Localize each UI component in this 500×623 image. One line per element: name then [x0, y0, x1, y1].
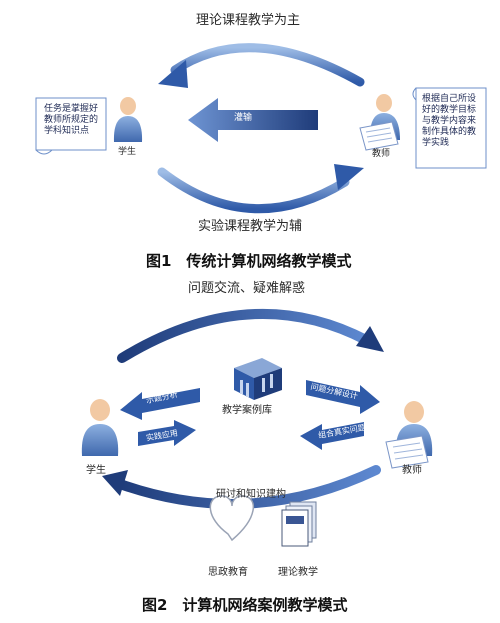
- fig1-student-note: 任务是掌握好 教师所规定的 学科知识点: [44, 104, 99, 136]
- fig1-teacher-note: 根据自己所设 好的教学目标 与教学内容来 制作具体的教 学实践: [422, 94, 477, 148]
- fig1-caption: 图1 传统计算机网络教学模式: [146, 252, 352, 270]
- fig2-top-arrowhead: [356, 326, 384, 352]
- fig1-bottom-label: 实验课程教学为辅: [198, 219, 303, 234]
- fig2-left-upper-arrow: [120, 388, 200, 420]
- fig2-center-label: 教学案例库: [222, 405, 272, 416]
- fig2-top-label: 问题交流、疑难解惑: [188, 281, 306, 296]
- fig2-heart-label: 思政教育: [208, 567, 248, 578]
- fig1-teacher-icon: [359, 94, 400, 151]
- fig2-case-library-icon: [234, 358, 282, 400]
- fig2-bottom-arrowhead: [102, 470, 128, 496]
- fig1-top-label: 理论课程教学为主: [196, 13, 301, 28]
- fig1-center-arrow: [188, 98, 318, 142]
- fig1-student-note-card: [35, 97, 107, 155]
- book-icon: [281, 501, 317, 547]
- fig1-center-arrow-label: 灌输: [234, 113, 253, 123]
- fig2-caption: 图2 计算机网络案例教学模式: [142, 596, 348, 614]
- fig1-bottom-curve-arrow: [157, 167, 350, 214]
- fig2-book-label: 理论教学: [278, 567, 318, 578]
- fig2-teacher-label: 教师: [402, 465, 422, 476]
- fig2-bottom-label: 研讨和知识建构: [216, 489, 286, 500]
- fig1-teacher-note-card: [412, 87, 487, 169]
- fig1-top-curve-arrow: [170, 43, 365, 87]
- fig1-top-arrowhead: [158, 60, 188, 88]
- fig2-left-lower-arrow: [138, 420, 196, 446]
- fig1-teacher-label: 教师: [372, 149, 391, 159]
- fig1-bottom-arrowhead: [334, 164, 364, 190]
- fig2-student-icon: [81, 399, 119, 456]
- fig2-teacher-icon: [385, 401, 433, 469]
- fig2-student-label: 学生: [86, 465, 106, 476]
- fig2-right-lower-arrow: [300, 422, 364, 450]
- heart-icon: [209, 495, 255, 542]
- fig1-student-label: 学生: [118, 147, 137, 157]
- fig2-right-upper-arrow: [306, 380, 380, 414]
- fig1-student-icon: [113, 97, 143, 142]
- fig2-top-curve-arrow: [117, 308, 371, 363]
